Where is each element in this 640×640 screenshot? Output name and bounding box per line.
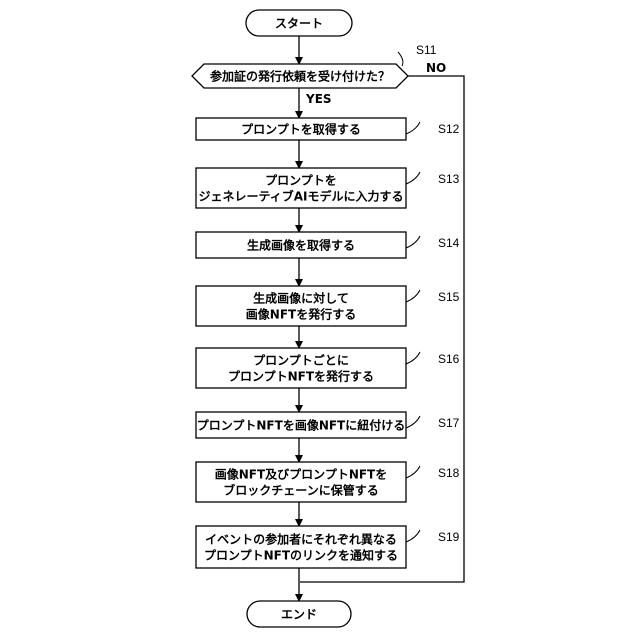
start-label: スタート: [275, 17, 323, 31]
process-text: プロンプトNFTのリンクを通知する: [204, 548, 398, 563]
step-label: S18: [438, 466, 460, 480]
process-text: プロンプトを: [265, 173, 337, 188]
process-text: 生成画像に対して: [253, 291, 349, 306]
decision-node: 参加証の発行依頼を受け付けた？: [192, 64, 408, 88]
process-text: プロンプトを取得する: [241, 122, 361, 137]
step-label: S19: [438, 530, 460, 544]
process-text: プロンプトNFTを画像NFTに紐付ける: [197, 418, 406, 433]
yes-label: YES: [305, 92, 332, 106]
process-step-s19: イベントの参加者にそれぞれ異なるプロンプトNFTのリンクを通知する S19: [196, 526, 460, 568]
process-step-s18: 画像NFT及びプロンプトNFTをブロックチェーンに保管する S18: [196, 462, 460, 502]
step-label: S13: [438, 172, 460, 186]
process-text: ジェネレーティブAIモデルに入力する: [198, 189, 403, 204]
process-text: 生成画像を取得する: [247, 238, 355, 253]
process-step-s16: プロンプトごとにプロンプトNFTを発行する S16: [196, 348, 460, 388]
process-step-s12: プロンプトを取得する S12: [196, 118, 460, 140]
process-text: プロンプトNFTを発行する: [228, 369, 374, 384]
process-text: ブロックチェーンに保管する: [223, 483, 378, 498]
process-text: プロンプトごとに: [253, 353, 349, 368]
step-leader: [406, 236, 420, 248]
no-connector: [300, 76, 464, 582]
process-text: 画像NFT及びプロンプトNFTを: [215, 467, 388, 482]
process-step-s14: 生成画像を取得する S14: [196, 232, 460, 258]
step-leader: [406, 416, 420, 428]
process-text: イベントの参加者にそれぞれ異なる: [205, 532, 397, 547]
step-leader: [406, 172, 420, 184]
process-step-s17: プロンプトNFTを画像NFTに紐付ける S17: [196, 412, 460, 438]
step-label: S14: [438, 236, 460, 250]
step-leader: [406, 352, 420, 364]
step-leader: [406, 466, 420, 478]
start-terminal: スタート: [246, 10, 352, 36]
step-label: S17: [438, 416, 460, 430]
step-label: S12: [438, 122, 460, 136]
process-text: 画像NFTを発行する: [246, 307, 356, 322]
decision-step-label: S11: [416, 43, 437, 57]
end-terminal: エンド: [247, 601, 351, 627]
step-label: S15: [438, 290, 460, 304]
end-label: エンド: [281, 608, 317, 622]
decision-text: 参加証の発行依頼を受け付けた？: [210, 69, 390, 84]
no-label: NO: [426, 61, 446, 75]
step-label: S16: [438, 352, 460, 366]
step-leader: [406, 290, 420, 302]
process-step-s13: プロンプトをジェネレーティブAIモデルに入力する S13: [196, 168, 460, 208]
step-leader: [398, 52, 403, 66]
process-steps: プロンプトを取得する S12 プロンプトをジェネレーティブAIモデルに入力する S13…: [196, 88, 460, 582]
step-leader: [406, 530, 420, 542]
process-step-s15: 生成画像に対して画像NFTを発行する S15: [196, 286, 460, 326]
step-leader: [406, 122, 420, 134]
